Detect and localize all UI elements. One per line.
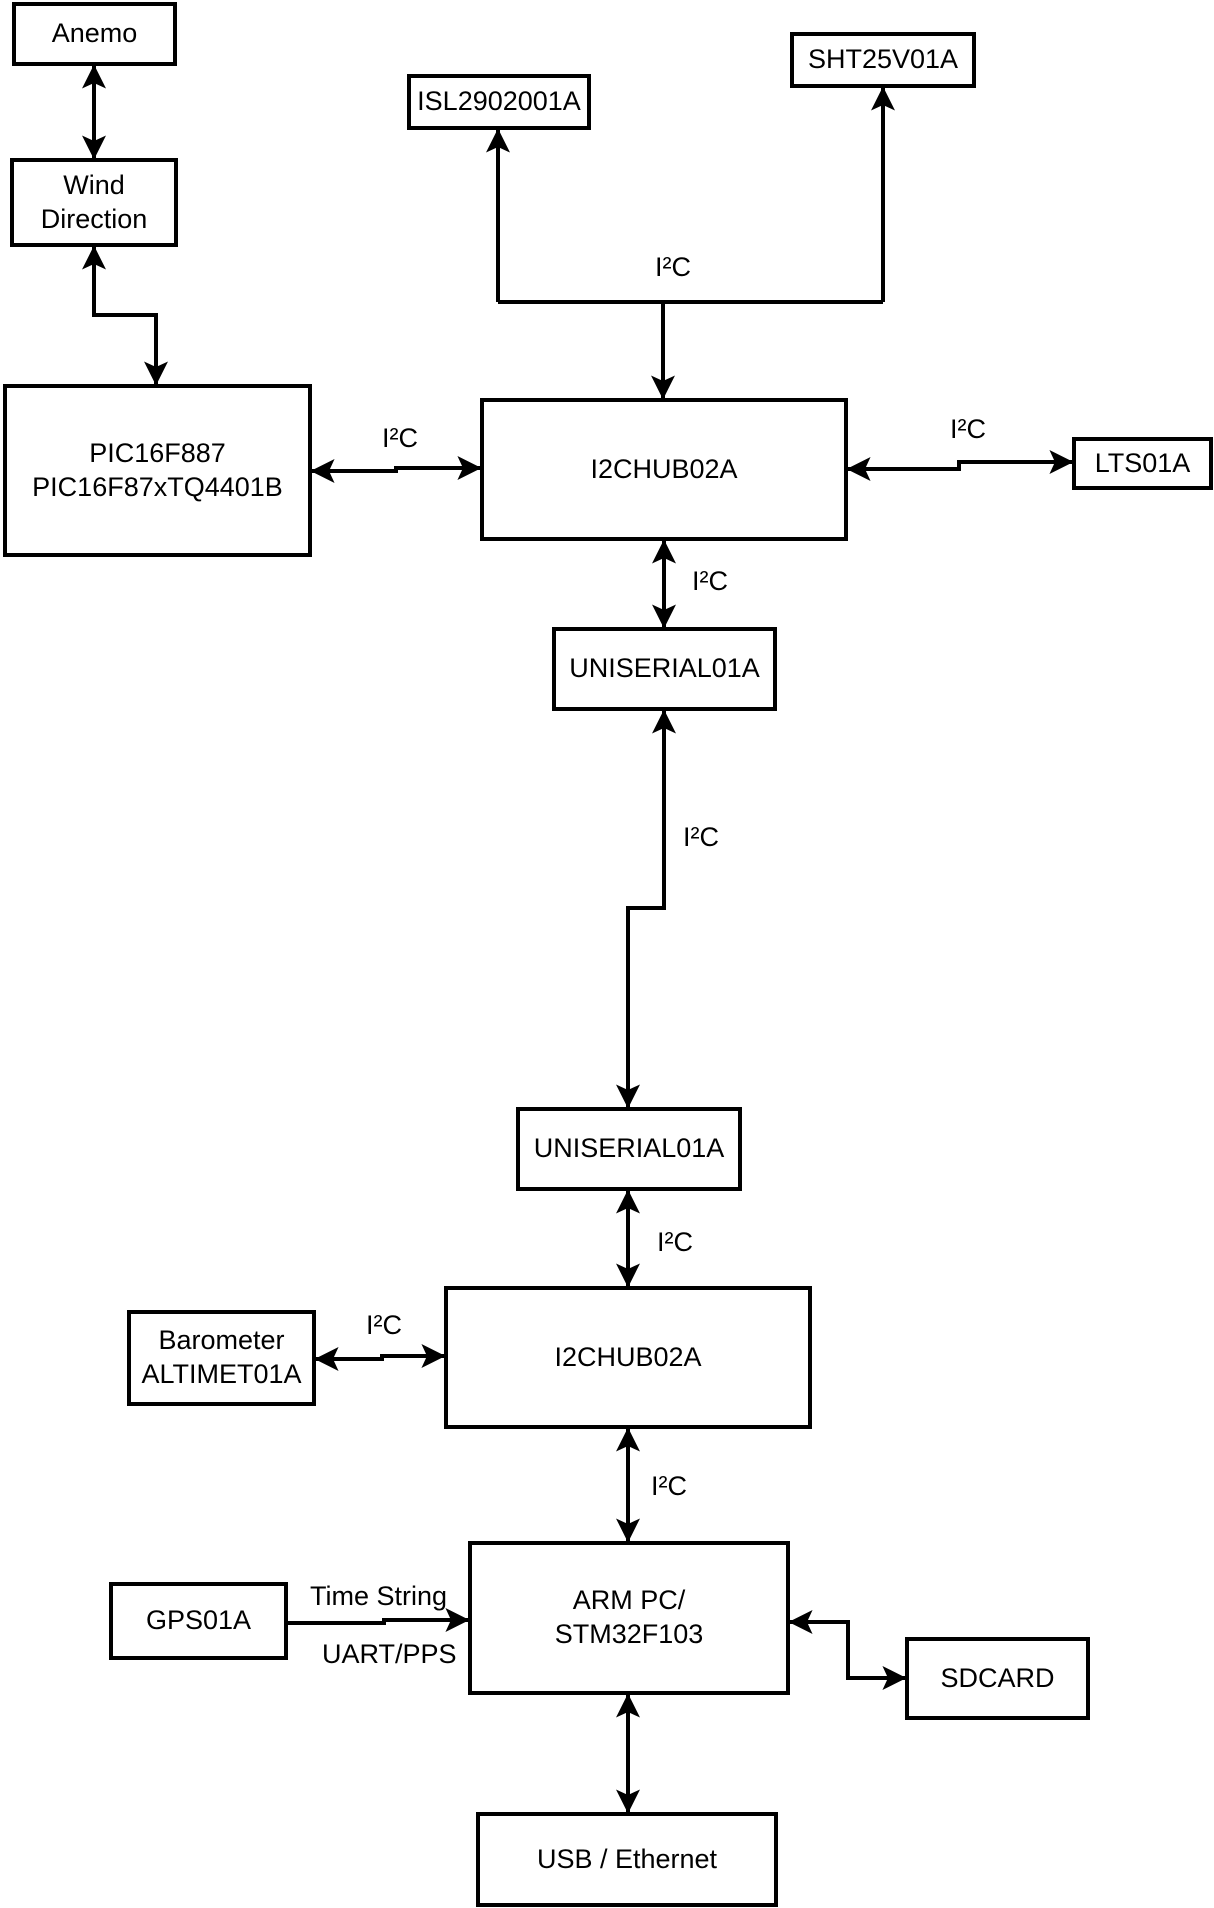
node-lts01a-label: LTS01A (1094, 447, 1191, 478)
node-arm-pc: ARM PC/ STM32F103 (468, 1541, 790, 1695)
node-usb-ethernet-label: USB / Ethernet (536, 1843, 718, 1874)
node-isl2902001a: ISL2902001A (407, 74, 591, 130)
node-anemo: Anemo (12, 2, 177, 66)
label-i2c-uniserial-hub2: I²C (657, 1227, 693, 1257)
node-anemo-label: Anemo (51, 18, 138, 49)
node-sht25v01a: SHT25V01A (790, 32, 976, 88)
node-usb-ethernet: USB / Ethernet (476, 1812, 778, 1907)
edge-uniserial1-uniserial2 (616, 709, 676, 1109)
node-uniserial01a-bottom-label: UNISERIAL01A (533, 1133, 725, 1164)
node-barometer-altimet01a: Barometer ALTIMET01A (127, 1310, 316, 1406)
node-barometer-line1: Barometer (158, 1325, 285, 1356)
node-uniserial01a-bottom: UNISERIAL01A (516, 1107, 742, 1191)
node-lts01a: LTS01A (1072, 437, 1213, 490)
edge-wind-pic (82, 245, 168, 386)
node-isl2902001a-label: ISL2902001A (417, 86, 581, 117)
label-i2c-hub1-uniserial: I²C (692, 566, 728, 596)
node-arm-pc-line1: ARM PC/ (572, 1585, 686, 1616)
node-wind-direction-line1: Wind (63, 169, 125, 200)
label-i2c-uniserial-link: I²C (683, 822, 719, 852)
label-i2c-hub1-lts: I²C (950, 414, 986, 444)
label-time-string: Time String (310, 1581, 448, 1611)
node-i2chub02a-top-label: I2CHUB02A (590, 453, 738, 484)
node-i2chub02a-top: I2CHUB02A (480, 398, 848, 541)
node-i2chub02a-bottom: I2CHUB02A (444, 1286, 812, 1429)
node-arm-pc-line2: STM32F103 (554, 1619, 704, 1649)
node-sdcard: SDCARD (905, 1637, 1090, 1720)
node-uniserial01a-top-label: UNISERIAL01A (569, 653, 760, 684)
node-uniserial01a-top: UNISERIAL01A (552, 627, 777, 711)
edge-gps-arm (288, 1608, 470, 1632)
label-i2c-pic-hub1: I²C (382, 423, 418, 453)
node-pic16f887-line2: PIC16F87xTQ4401B (32, 471, 283, 502)
label-uart-pps: UART/PPS (322, 1639, 457, 1669)
node-i2chub02a-bottom-label: I2CHUB02A (554, 1341, 702, 1372)
node-pic16f887: PIC16F887 PIC16F87xTQ4401B (3, 384, 312, 557)
edge-barometer-hub2 (314, 1344, 446, 1371)
node-sht25v01a-label: SHT25V01A (807, 44, 959, 75)
node-wind-direction-line2: Direction (40, 203, 148, 234)
edge-pic-hub1 (310, 456, 482, 483)
label-i2c-barometer-hub2: I²C (366, 1310, 402, 1340)
node-gps01a-label: GPS01A (145, 1605, 252, 1636)
node-gps01a: GPS01A (109, 1582, 288, 1660)
node-wind-direction: Wind Direction (10, 158, 178, 247)
node-barometer-line2: ALTIMET01A (141, 1359, 302, 1389)
label-i2c-sensor-bus: I²C (655, 252, 691, 282)
edge-arm-sdcard (788, 1610, 907, 1690)
node-sdcard-label: SDCARD (940, 1662, 1055, 1693)
label-i2c-hub2-arm: I²C (651, 1471, 687, 1501)
edge-hub1-lts (846, 450, 1074, 481)
node-pic16f887-line1: PIC16F887 (89, 437, 226, 468)
